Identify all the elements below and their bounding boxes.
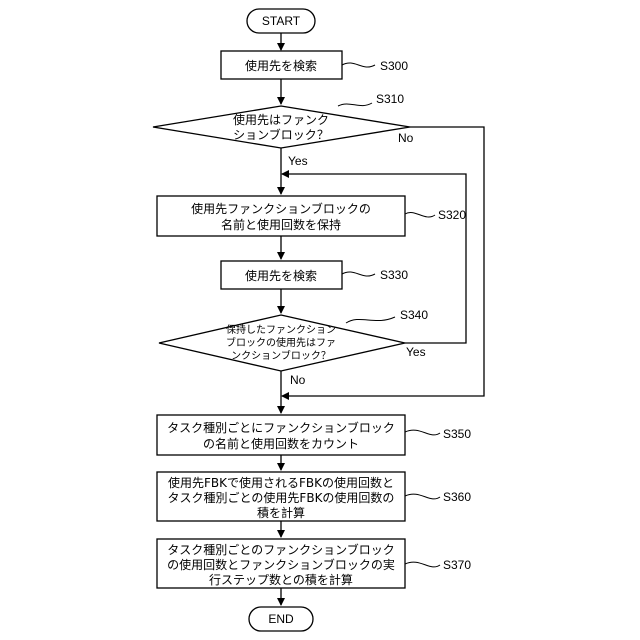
s330-leader (342, 272, 375, 276)
decision-s340: 保持したファンクション ブロックの使用先はファ ンクションブロック？ (159, 315, 405, 371)
s330-text: 使用先を検索 (245, 268, 317, 283)
s370-line3: 行ステップ数との積を計算 (209, 572, 353, 587)
step-s330: 使用先を検索 (221, 261, 342, 289)
s360-line2: タスク種別ごとの使用先FBKの使用回数の (168, 490, 395, 505)
start-label: START (262, 14, 301, 28)
s360-leader (405, 494, 440, 499)
s340-leader (346, 317, 395, 323)
s340-line1: 保持したファンクション (226, 323, 336, 336)
s320-line1: 使用先ファンクションブロックの (191, 201, 371, 216)
step-s360: 使用先FBKで使用されるFBKの使用回数と タスク種別ごとの使用先FBKの使用回… (157, 472, 405, 521)
s320-tag: S320 (438, 208, 466, 222)
s360-line3: 積を計算 (257, 505, 305, 520)
s370-line1: タスク種別ごとのファンクションブロック (167, 542, 395, 557)
s350-leader (405, 430, 440, 435)
s350-line2: の名前と使用回数をカウント (203, 436, 359, 451)
s340-yes-label: Yes (406, 345, 426, 359)
s320-leader (405, 212, 435, 217)
s360-line1: 使用先FBKで使用されるFBKの使用回数と (168, 475, 394, 490)
step-s370: タスク種別ごとのファンクションブロック の使用回数とファンクションブロックの実 … (157, 539, 405, 588)
s340-line2: ブロックの使用先はファ (226, 336, 336, 349)
step-s300: 使用先を検索 (221, 51, 342, 79)
s350-line1: タスク種別ごとにファンクションブロック (167, 420, 395, 435)
decision-s310: 使用先はファンク ションブロック？ (153, 106, 410, 148)
step-s350: タスク種別ごとにファンクションブロック の名前と使用回数をカウント (157, 415, 405, 455)
s310-tag: S310 (376, 92, 404, 106)
s310-line1: 使用先はファンク (233, 112, 329, 127)
s310-line2: ションブロック？ (233, 127, 329, 142)
s300-tag: S300 (380, 59, 408, 73)
s340-line3: ンクションブロック？ (231, 349, 331, 362)
s310-no-label: No (398, 131, 414, 145)
s360-tag: S360 (443, 490, 471, 504)
s310-yes-label: Yes (288, 154, 308, 168)
s350-tag: S350 (443, 427, 471, 441)
s310-leader (338, 103, 372, 106)
s340-no-label: No (290, 373, 306, 387)
s370-tag: S370 (443, 558, 471, 572)
end-terminal: END (249, 607, 313, 631)
s320-line2: 名前と使用回数を保持 (221, 217, 341, 232)
end-label: END (268, 612, 294, 626)
s330-tag: S330 (380, 268, 408, 282)
s370-leader (405, 562, 440, 567)
s340-tag: S340 (400, 308, 428, 322)
s300-leader (342, 63, 375, 67)
s370-line2: の使用回数とファンクションブロックの実 (167, 557, 395, 572)
step-s320: 使用先ファンクションブロックの 名前と使用回数を保持 (157, 196, 405, 236)
s300-text: 使用先を検索 (245, 58, 317, 73)
start-terminal: START (247, 9, 315, 33)
